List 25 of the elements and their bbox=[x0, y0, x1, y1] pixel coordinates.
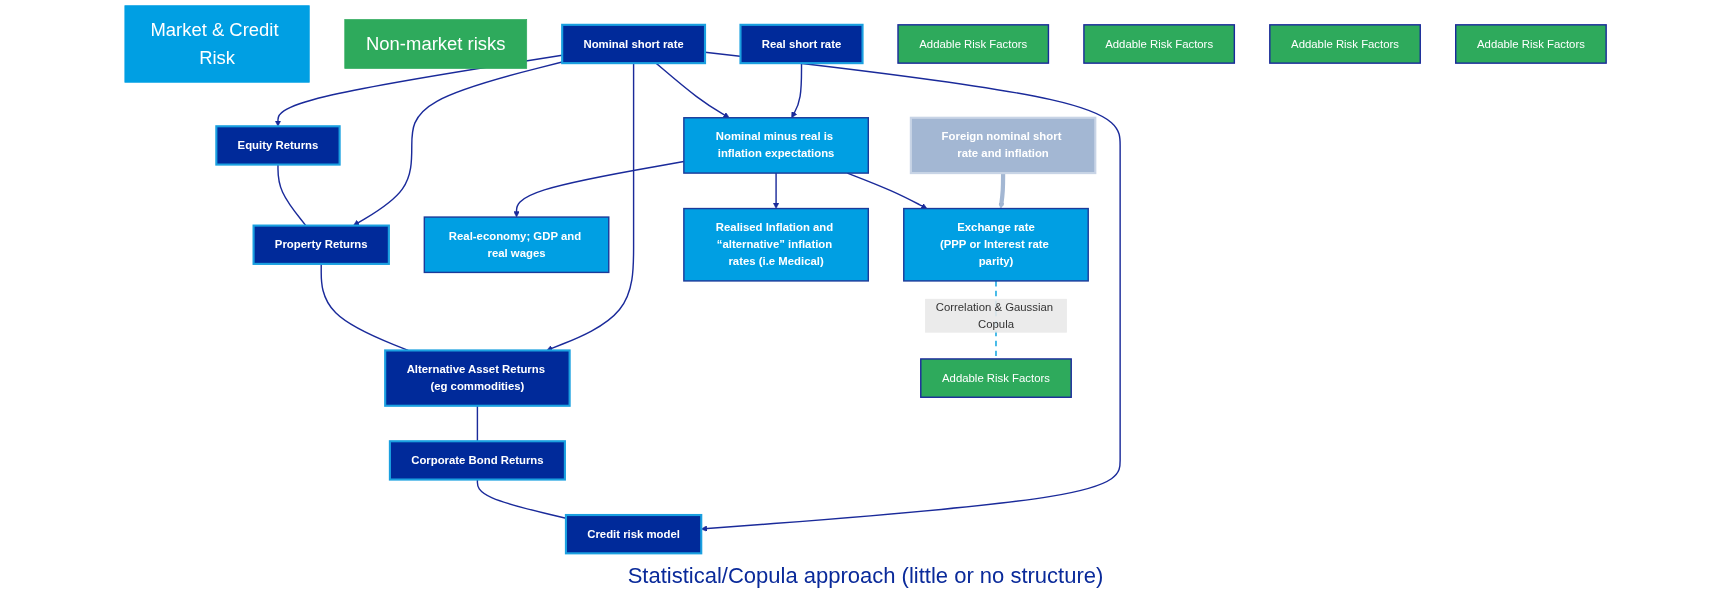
arrow bbox=[772, 172, 780, 209]
node-box: Property Returns bbox=[252, 224, 390, 265]
node-box: Alternative Asset Returns (eg commodities) bbox=[384, 349, 571, 407]
node-box: Realised Inflation and “alternative” inflation rates (i.e Medical) bbox=[683, 207, 869, 282]
node-box: Addable Risk Factors bbox=[897, 24, 1050, 64]
node-box: Foreign nominal short rate and inflation bbox=[909, 116, 1097, 175]
node-box: Nominal short rate bbox=[561, 23, 707, 65]
node-box: Addable Risk Factors bbox=[920, 358, 1072, 398]
node-box: Real short rate bbox=[739, 23, 864, 65]
edge-label: Correlation & Gaussian Copula bbox=[935, 300, 1054, 330]
node-box: Non-market risks bbox=[344, 19, 528, 69]
node-box: Addable Risk Factors bbox=[1083, 24, 1236, 64]
node-box: Equity Returns bbox=[215, 125, 341, 166]
node-box: Addable Risk Factors bbox=[1455, 24, 1607, 64]
arrow bbox=[998, 173, 1006, 209]
node-box: Corporate Bond Returns bbox=[388, 440, 566, 481]
node-box: Addable Risk Factors bbox=[1269, 24, 1421, 64]
arrow bbox=[353, 61, 563, 226]
node-box: Exchange rate (PPP or Interest rate parity) bbox=[903, 207, 1089, 282]
connector bbox=[476, 405, 479, 442]
node-box: Real-economy; GDP and real wages bbox=[423, 216, 610, 274]
node-box: Nominal minus real is inflation expectations bbox=[683, 117, 869, 174]
note-text: Statistical/Copula approach (little or no structure) bbox=[627, 563, 1104, 589]
node-box: Market & Credit Risk bbox=[124, 5, 310, 83]
node-box: Credit risk model bbox=[564, 513, 703, 555]
